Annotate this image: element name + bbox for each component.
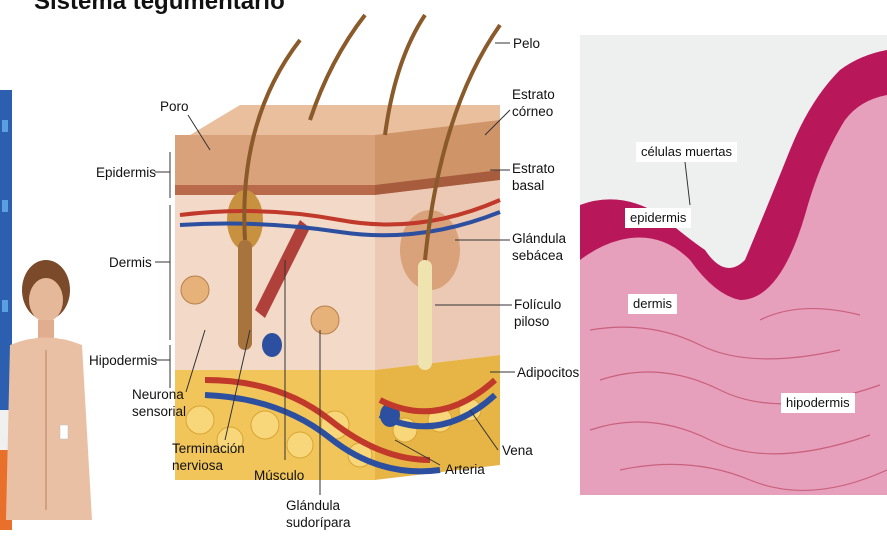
label-foliculo-piloso: Folículo piloso — [514, 296, 574, 330]
label-estrato-basal: Estrato basal — [512, 160, 562, 194]
label-estrato-corneo: Estrato córneo — [512, 86, 562, 120]
label-neurona-sensorial: Neurona sensorial — [132, 386, 202, 420]
label-arteria: Arteria — [445, 461, 485, 478]
child-back-image — [6, 260, 92, 520]
label-glandula-sudoripara: Glándula sudorípara — [286, 497, 366, 531]
label-poro: Poro — [160, 98, 189, 115]
label-adipocitos: Adipocitos — [517, 364, 579, 381]
micro-label-dermis: dermis — [628, 294, 677, 314]
micro-label-hipodermis: hipodermis — [781, 393, 855, 413]
micro-label-celulas-muertas: células muertas — [636, 142, 737, 162]
label-terminacion-nerviosa: Terminación nerviosa — [172, 440, 252, 474]
skin-cross-section — [175, 15, 500, 480]
label-dermis: Dermis — [109, 254, 152, 271]
label-glandula-sebacea: Glándula sebácea — [512, 230, 572, 264]
label-musculo: Músculo — [254, 467, 304, 484]
histology-micrograph — [580, 35, 887, 495]
label-vena: Vena — [502, 442, 533, 459]
micro-label-epidermis: epidermis — [625, 208, 691, 228]
label-pelo: Pelo — [513, 35, 540, 52]
label-epidermis: Epidermis — [96, 164, 156, 181]
label-hipodermis: Hipodermis — [89, 352, 157, 369]
